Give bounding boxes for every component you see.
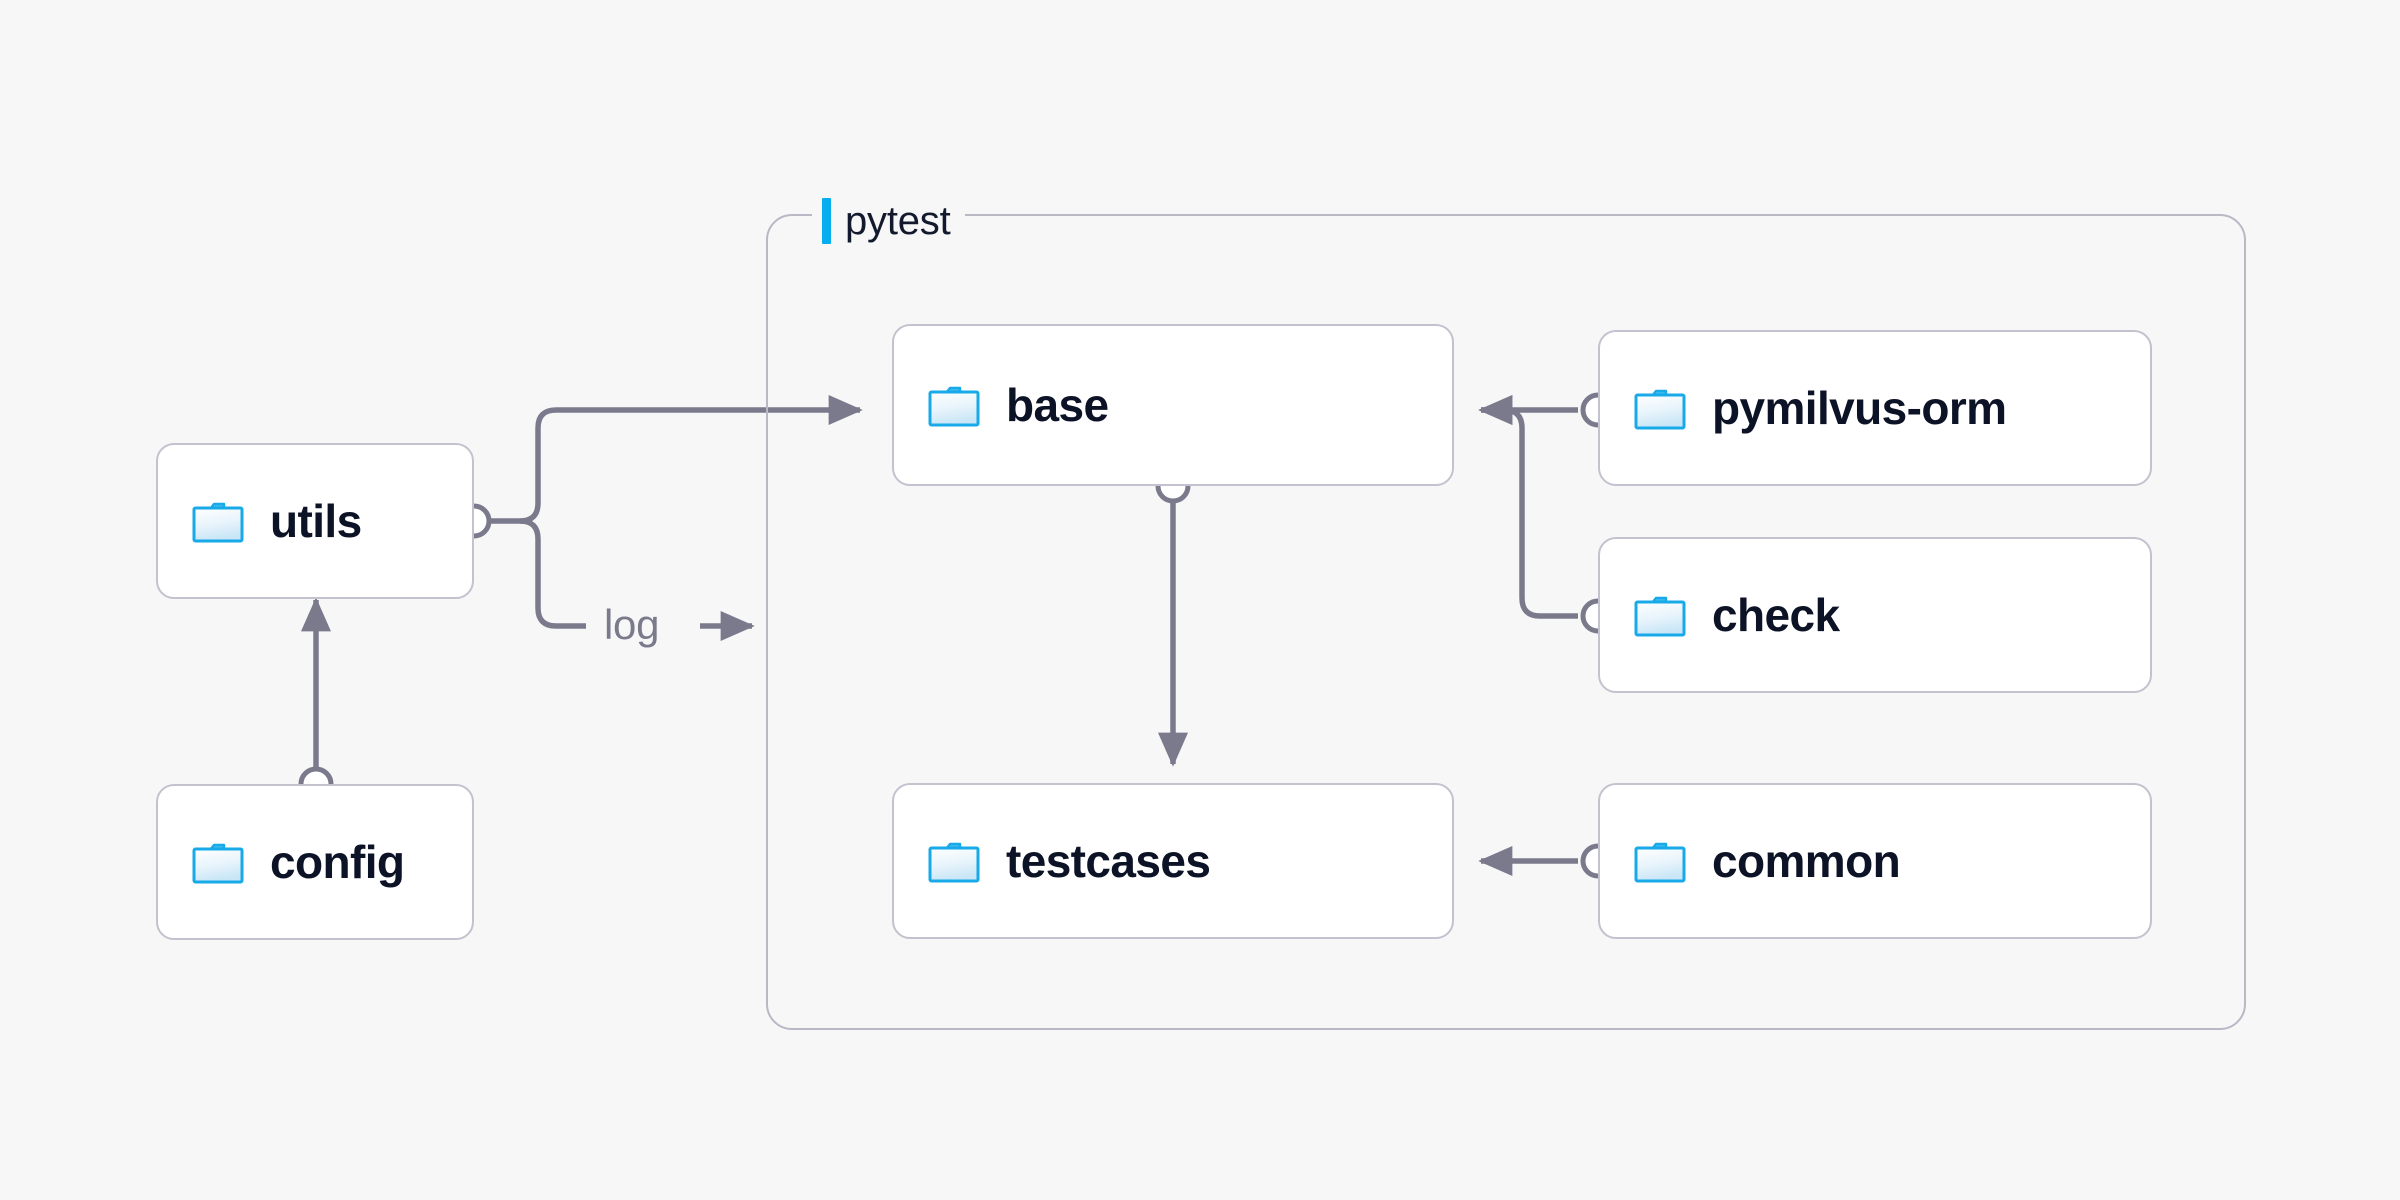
node-base[interactable]: base — [892, 324, 1454, 486]
folder-icon — [1634, 842, 1686, 883]
node-testcases[interactable]: testcases — [892, 783, 1454, 939]
node-utils[interactable]: utils — [156, 443, 474, 599]
folder-icon — [1634, 389, 1686, 430]
group-pytest — [766, 214, 2246, 1030]
node-check-label: check — [1712, 589, 1840, 641]
edge-utils-to-log — [519, 518, 586, 629]
node-check[interactable]: check — [1598, 537, 2152, 693]
node-pymilvus-orm[interactable]: pymilvus-orm — [1598, 330, 2152, 486]
node-utils-label: utils — [270, 495, 362, 547]
group-pytest-title: pytest — [845, 199, 951, 243]
node-common-label: common — [1712, 835, 1901, 887]
node-config-label: config — [270, 836, 405, 888]
node-base-label: base — [1006, 379, 1109, 431]
edge-label-log: log — [604, 601, 660, 648]
vertical-bar-icon — [822, 198, 831, 244]
folder-icon — [192, 502, 244, 543]
node-config[interactable]: config — [156, 784, 474, 940]
group-pytest-label: pytest — [812, 198, 965, 244]
folder-icon — [1634, 596, 1686, 637]
node-testcases-label: testcases — [1006, 835, 1211, 887]
folder-icon — [928, 842, 980, 883]
node-pymilvus-orm-label: pymilvus-orm — [1712, 382, 2007, 434]
folder-icon — [928, 386, 980, 427]
node-common[interactable]: common — [1598, 783, 2152, 939]
folder-icon — [192, 843, 244, 884]
